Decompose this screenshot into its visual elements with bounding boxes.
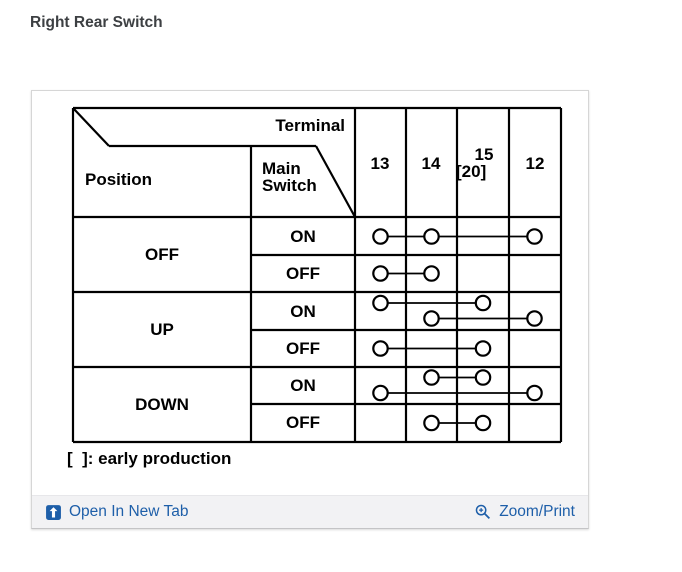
up-off-label: OFF (286, 339, 320, 358)
position-header-label: Position (85, 170, 152, 189)
terminal-contact (423, 414, 440, 432)
open-in-new-tab-label: Open In New Tab (69, 503, 189, 520)
card-footer: Open In New Tab Zoom/Print (32, 495, 588, 528)
zoom-print-link[interactable]: Zoom/Print (474, 503, 575, 521)
terminal-13-label: 13 (371, 154, 390, 173)
terminal-contact (372, 294, 389, 312)
terminal-contact (526, 228, 543, 245)
diagram-caption: [ ]: early production (67, 449, 231, 468)
open-in-new-tab-link[interactable]: Open In New Tab (45, 503, 188, 521)
off-on-label: ON (290, 227, 316, 246)
terminal-contact (423, 369, 440, 386)
down-on-label: ON (290, 376, 316, 395)
off-off-label: OFF (286, 264, 320, 283)
terminal-15-label: 15 (475, 145, 494, 164)
terminal-14-label: 14 (422, 154, 441, 173)
terminal-contact (474, 340, 492, 357)
open-in-new-tab-icon (46, 504, 61, 520)
terminal-contact (526, 310, 543, 327)
terminal-connections (372, 228, 543, 432)
terminal-contact (372, 340, 389, 357)
terminal-contact (423, 228, 440, 245)
terminal-contact (372, 265, 389, 282)
terminal-contact (372, 228, 389, 245)
terminal-contact (423, 310, 440, 327)
position-up-label: UP (150, 320, 174, 339)
terminal-contact (372, 384, 389, 402)
terminal-12-label: 12 (526, 154, 545, 173)
position-down-label: DOWN (135, 395, 189, 414)
terminal-header-label: Terminal (275, 116, 345, 135)
terminal-15-alt-label: [20] (456, 162, 486, 181)
zoom-in-icon (475, 504, 491, 520)
terminal-contact (474, 294, 492, 312)
main-switch-header-line2: Switch (262, 176, 317, 195)
zoom-print-label: Zoom/Print (499, 503, 575, 520)
main-switch-header-line1: Main (262, 159, 301, 178)
switch-terminal-diagram: Terminal Position Main Switch 13 14 15 [… (67, 106, 563, 468)
diagram-card: Terminal Position Main Switch 13 14 15 [… (31, 90, 589, 529)
up-on-label: ON (290, 302, 316, 321)
terminal-contact (423, 265, 440, 282)
down-off-label: OFF (286, 413, 320, 432)
terminal-contact (474, 369, 492, 386)
table-grid (71, 106, 563, 444)
terminal-contact (474, 414, 492, 432)
position-off-label: OFF (145, 245, 179, 264)
page-title: Right Rear Switch (30, 14, 163, 31)
terminal-contact (526, 384, 543, 402)
